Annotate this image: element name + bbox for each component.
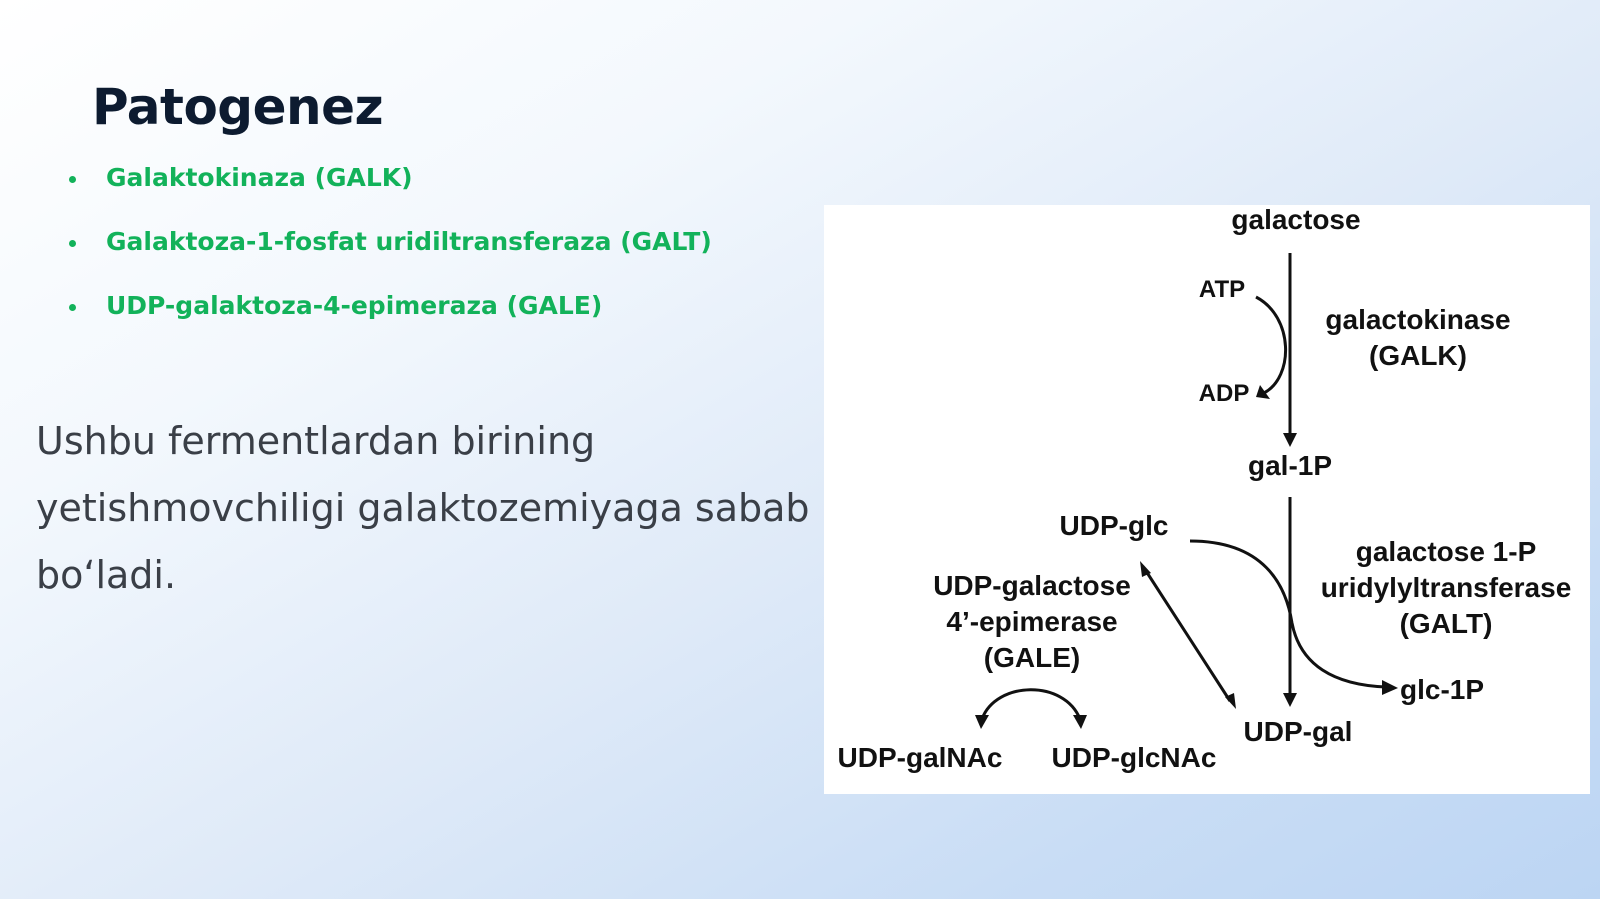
- enzyme-gale-line1: UDP-galactose: [933, 570, 1131, 601]
- bullet-text: Galaktokinaza (GALK): [106, 163, 413, 192]
- node-udp-gal: UDP-gal: [1244, 716, 1353, 747]
- arrowhead-icon: [1283, 693, 1297, 707]
- pathway-diagram-svg: galactose ATP ADP galactokinase (GALK) g…: [838, 205, 1572, 773]
- bullet-text: UDP-galaktoza-4-epimeraza (GALE): [106, 291, 603, 320]
- enzyme-galk-name: galactokinase: [1325, 304, 1510, 335]
- pathway-diagram: galactose ATP ADP galactokinase (GALK) g…: [824, 205, 1590, 794]
- slide-title: Patogenez: [92, 78, 384, 136]
- enzyme-gale-line2: 4’-epimerase: [946, 606, 1117, 637]
- arrowhead-icon: [1073, 715, 1087, 729]
- arrowhead-icon: [1256, 385, 1270, 399]
- body-line: Ushbu fermentlardan birining: [36, 419, 596, 463]
- node-galactose: galactose: [1231, 205, 1360, 235]
- body-line: bo‘ladi.: [36, 553, 177, 597]
- node-udp-galnac: UDP-galNAc: [838, 742, 1003, 773]
- bullet-dot-icon: [69, 304, 76, 311]
- node-atp: ATP: [1199, 276, 1245, 303]
- enzyme-galt-line1: galactose 1-P: [1356, 536, 1537, 567]
- enzyme-gale-abbr: (GALE): [984, 642, 1080, 673]
- arrowhead-icon: [975, 715, 989, 729]
- arrowhead-icon: [1140, 561, 1151, 577]
- bullet-list: Galaktokinaza (GALK) Galaktoza-1-fosfat …: [68, 158, 712, 350]
- arrow-galnac-glcnac: [980, 688, 1082, 720]
- arrowhead-icon: [1283, 433, 1297, 447]
- node-udp-glcnac: UDP-glcNAc: [1052, 742, 1217, 773]
- bullet-item: Galaktoza-1-fosfat uridiltransferaza (GA…: [68, 222, 712, 286]
- node-glc1p: glc-1P: [1400, 674, 1484, 705]
- arrow-udpglc-to-glc1p: [1189, 539, 1387, 689]
- bullet-item: UDP-galaktoza-4-epimeraza (GALE): [68, 286, 712, 350]
- bullet-dot-icon: [69, 240, 76, 247]
- arrow-udpglc-udpgal: [1144, 570, 1232, 702]
- body-paragraph: Ushbu fermentlardan birining yetishmovch…: [36, 408, 816, 609]
- enzyme-galt-abbr: (GALT): [1400, 608, 1493, 639]
- arrowhead-icon: [1382, 680, 1398, 695]
- bullet-item: Galaktokinaza (GALK): [68, 158, 712, 222]
- body-line: yetishmovchiligi galaktozemiyaga sabab: [36, 486, 810, 530]
- node-udp-glc: UDP-glc: [1060, 510, 1169, 541]
- node-gal1p: gal-1P: [1248, 450, 1332, 481]
- enzyme-galk-abbr: (GALK): [1369, 340, 1467, 371]
- arrow-atp-to-adp: [1255, 295, 1287, 395]
- enzyme-galt-line2: uridylyltransferase: [1321, 572, 1572, 603]
- bullet-text: Galaktoza-1-fosfat uridiltransferaza (GA…: [106, 227, 712, 256]
- node-adp: ADP: [1199, 380, 1250, 407]
- bullet-dot-icon: [69, 176, 76, 183]
- arrowhead-icon: [1225, 693, 1236, 709]
